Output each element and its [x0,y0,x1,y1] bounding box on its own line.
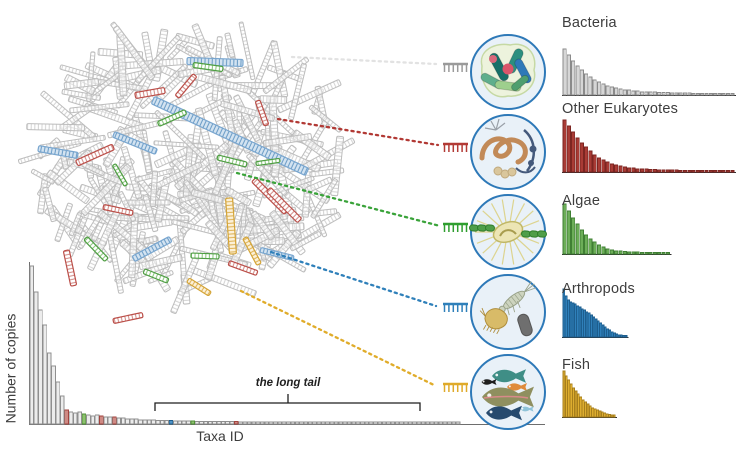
label-bacteria: Bacteria [562,15,617,31]
taxa-histogram-bars [29,262,545,425]
label-algae: Algae [562,193,601,209]
connector-algae [235,171,442,228]
arthropods-histogram [562,288,629,338]
bacteria-comb-icon [443,62,468,72]
other-eukaryotes-comb-icon [443,142,468,152]
row-bacteria [443,34,736,110]
algae-histogram [562,203,672,255]
gray-fragments [18,21,356,314]
fish-histogram [562,370,617,418]
algae-comb-icon [443,222,468,232]
connector-fish [239,289,438,388]
row-arthropods [443,274,629,350]
arthropods-comb-icon [443,302,468,312]
row-algae [443,194,672,270]
long-tail-bracket [154,394,421,411]
long-tail-annotation: the long tail [255,377,321,389]
label-other-eukaryotes: Other Eukaryotes [562,101,679,117]
highlighted-fragments [37,56,309,324]
other-eukaryotes-histogram [562,119,736,173]
y-axis-label: Number of copies [2,313,19,424]
arthropods-circle-icon [470,274,546,350]
connector-other-eukaryotes [276,117,440,147]
bacteria-histogram [562,48,736,96]
x-axis-label: Taxa ID [196,428,244,444]
label-fish: Fish [562,357,591,373]
row-fish [443,354,617,430]
algae-circle-icon [469,194,547,270]
other-eukaryotes-circle-icon [470,114,546,190]
connector-bacteria [290,55,438,66]
row-other-eukaryotes [443,114,736,190]
label-arthropods: Arthropods [562,281,635,297]
bacteria-circle-icon [470,34,546,110]
fish-comb-icon [443,382,468,392]
fish-circle-icon [470,354,546,430]
connector-arthropods [269,250,438,308]
